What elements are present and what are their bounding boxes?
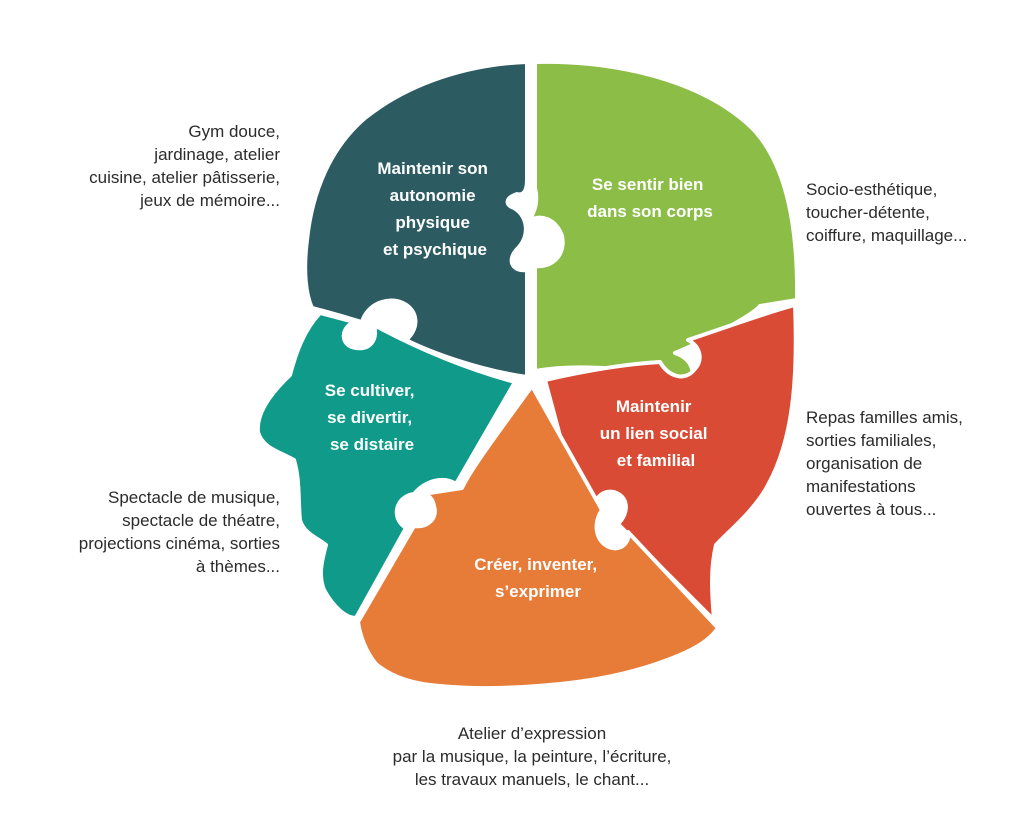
note-middle-right: Repas familles amis, sorties familiales,… — [806, 408, 963, 519]
note-middle-left: Spectacle de musique, spectacle de théat… — [78, 488, 280, 576]
note-bottom: Atelier d’expression par la musique, la … — [392, 724, 672, 789]
label-creer: Créer, inventer, s’exprimer — [474, 555, 602, 601]
label-social: Maintenir un lien social et familial — [600, 397, 712, 470]
label-autonomie: Maintenir son autonomie physique et psyc… — [377, 159, 492, 259]
puzzle-piece-creer — [356, 384, 720, 691]
label-corps: Se sentir bien dans son corps — [587, 175, 713, 221]
note-top-right: Socio-esthétique, toucher-détente, coiff… — [806, 180, 968, 245]
puzzle-piece-social — [543, 303, 798, 622]
puzzle-piece-cultiver — [255, 311, 517, 620]
note-top-left: Gym douce, jardinage, atelier cuisine, a… — [89, 122, 280, 210]
puzzle-piece-autonomie — [303, 60, 529, 379]
label-cultiver: Se cultiver, se divertir, se distaire — [325, 381, 420, 454]
